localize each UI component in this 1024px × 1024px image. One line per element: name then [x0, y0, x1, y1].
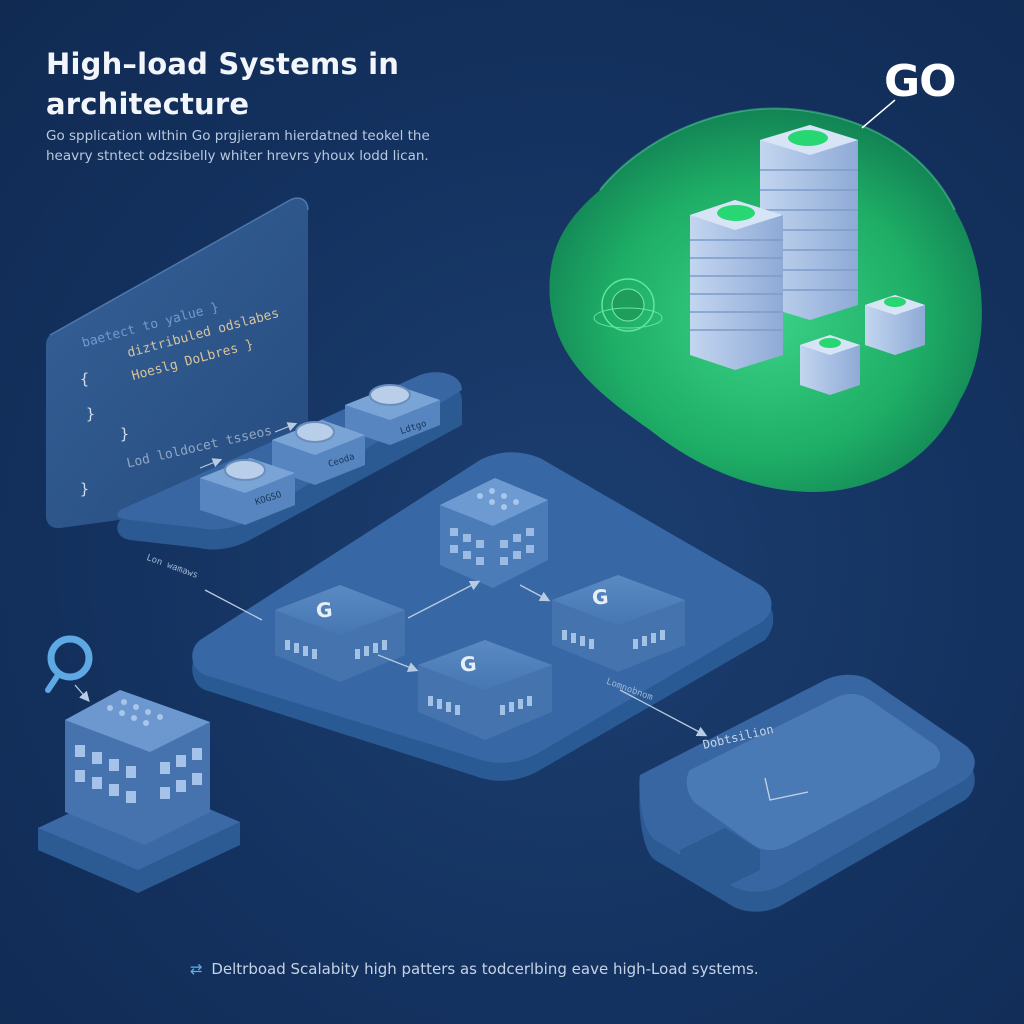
code-panel [46, 197, 309, 529]
title-line-2: architecture [46, 87, 250, 121]
go-server-center-glyph: G [458, 651, 478, 677]
central-platform [192, 452, 774, 781]
queue-box-3 [200, 458, 295, 525]
go-server-center [418, 640, 552, 740]
footer-caption: ⇄ Deltrboad Scalabity high patters as to… [190, 958, 890, 980]
output-box [639, 674, 975, 912]
gear-icon [593, 278, 663, 332]
code-line-4: { [80, 370, 90, 388]
title-line-1: High–load Systems in [46, 47, 400, 81]
go-server-right [552, 575, 685, 672]
footer-text: Deltrboad Scalabity high patters as todc… [211, 960, 759, 978]
queue-tray [117, 372, 463, 550]
code-line-6: } [120, 425, 130, 443]
go-logo: GO [884, 56, 957, 107]
flow-arrows [204, 580, 708, 737]
code-line-8: } [80, 480, 90, 498]
go-server-left [275, 585, 405, 682]
subtitle: Go spplication wlthin Go prgjieram hierd… [46, 126, 566, 166]
server-box-small-right [865, 295, 925, 355]
page-title: High–load Systems in architecture [46, 44, 606, 124]
building-block-top [440, 478, 548, 588]
server-tower-medium [690, 200, 783, 370]
subtitle-line-1: Go spplication wlthin Go prgjieram hierd… [46, 128, 430, 144]
left-building [38, 690, 240, 893]
server-box-small-front [800, 335, 860, 395]
arrow-icon: ⇄ [190, 960, 203, 978]
queue-box-1 [345, 384, 440, 445]
go-server-left-glyph: G [314, 597, 334, 623]
code-line-5: } [86, 405, 96, 423]
logo-connector-line [861, 99, 896, 129]
queue-box-2 [272, 420, 365, 485]
go-server-right-glyph: G [590, 584, 610, 610]
green-cloud-cluster [549, 99, 982, 492]
subtitle-line-2: heavry stntect odzsibelly whiter hrevrs … [46, 148, 429, 164]
search-icon [45, 635, 93, 702]
